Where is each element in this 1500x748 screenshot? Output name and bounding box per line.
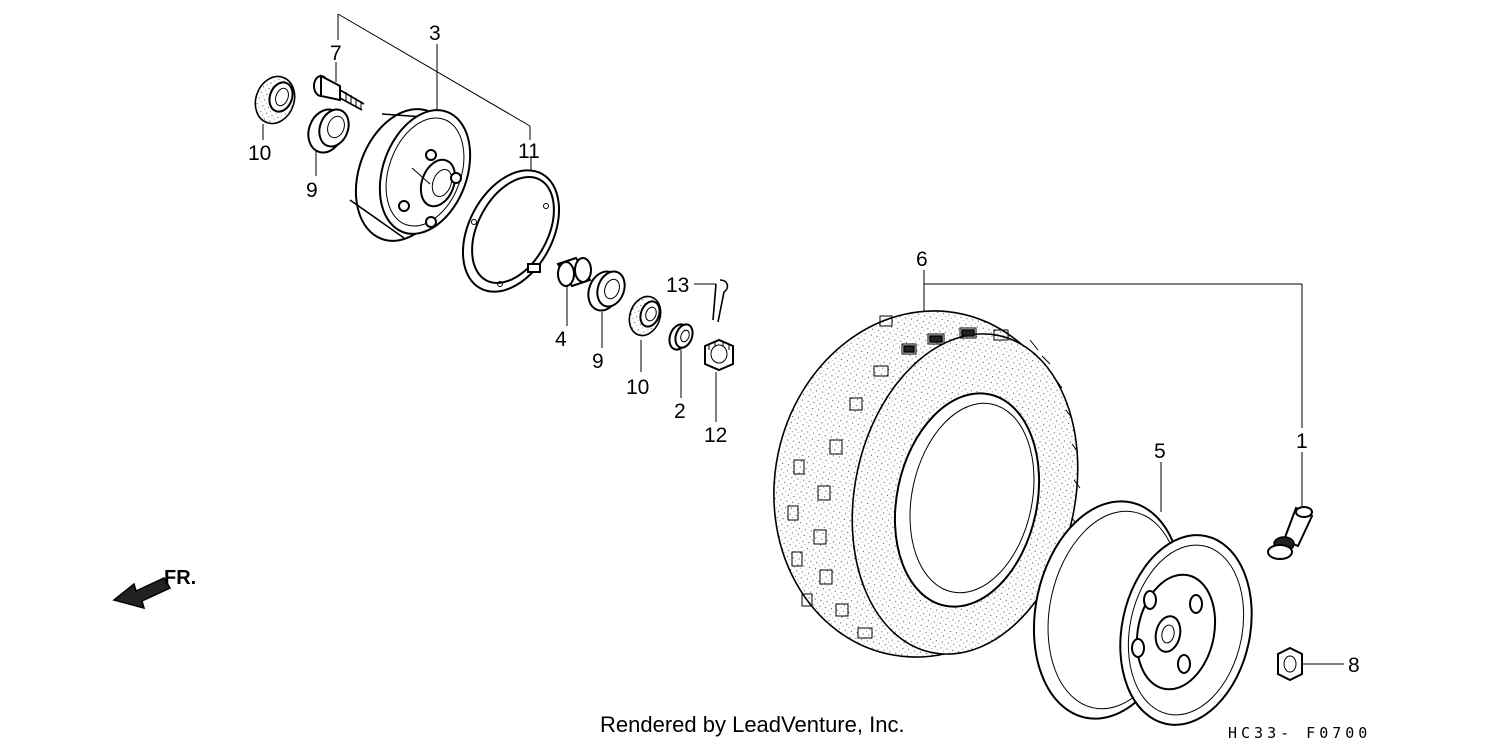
lug-nut-8[interactable] [1277,646,1303,682]
callout-6: 6 [916,248,928,271]
callout-10-upper: 10 [248,142,271,165]
stud-bolt-7[interactable] [313,74,365,111]
bearing-9-upper[interactable] [303,105,354,158]
rendered-by-credit: Rendered by LeadVenture, Inc. [600,712,905,737]
arrow-left-icon [112,577,172,610]
rim-5[interactable] [1015,487,1269,737]
callout-1: 1 [1296,430,1308,453]
bearing-10-lower[interactable] [624,292,666,340]
callout-8: 8 [1348,654,1360,677]
callout-labels: 1 2 3 4 5 6 7 8 9 9 10 10 11 12 13 [248,22,1360,677]
callout-3: 3 [429,22,441,45]
brake-ring-11[interactable] [443,154,578,308]
callout-10-lower: 10 [626,376,649,399]
bearing-10-upper[interactable] [249,71,301,129]
callout-9-upper: 9 [306,179,318,202]
callout-11: 11 [518,140,540,163]
callout-13: 13 [666,274,689,297]
bearing-9-lower[interactable] [583,267,629,315]
callout-9-lower: 9 [592,350,604,373]
front-direction-marker: FR. [112,567,196,610]
callout-4: 4 [555,328,567,351]
diagram-code: HC33- F0700 [1228,724,1372,742]
callout-2: 2 [674,400,686,423]
leader-lines [262,13,1344,665]
tire-6[interactable] [742,283,1108,686]
wheel-hub-3[interactable] [339,95,487,254]
callout-5: 5 [1154,440,1166,463]
callout-12: 12 [704,424,727,447]
castle-nut-12[interactable] [704,338,734,372]
front-direction-label: FR. [164,567,196,589]
collar-4[interactable] [556,256,592,288]
washer-2[interactable] [666,322,696,353]
callout-7: 7 [330,42,342,65]
valve-stem-1[interactable] [1267,506,1314,560]
cotter-pin-13[interactable] [712,279,729,323]
